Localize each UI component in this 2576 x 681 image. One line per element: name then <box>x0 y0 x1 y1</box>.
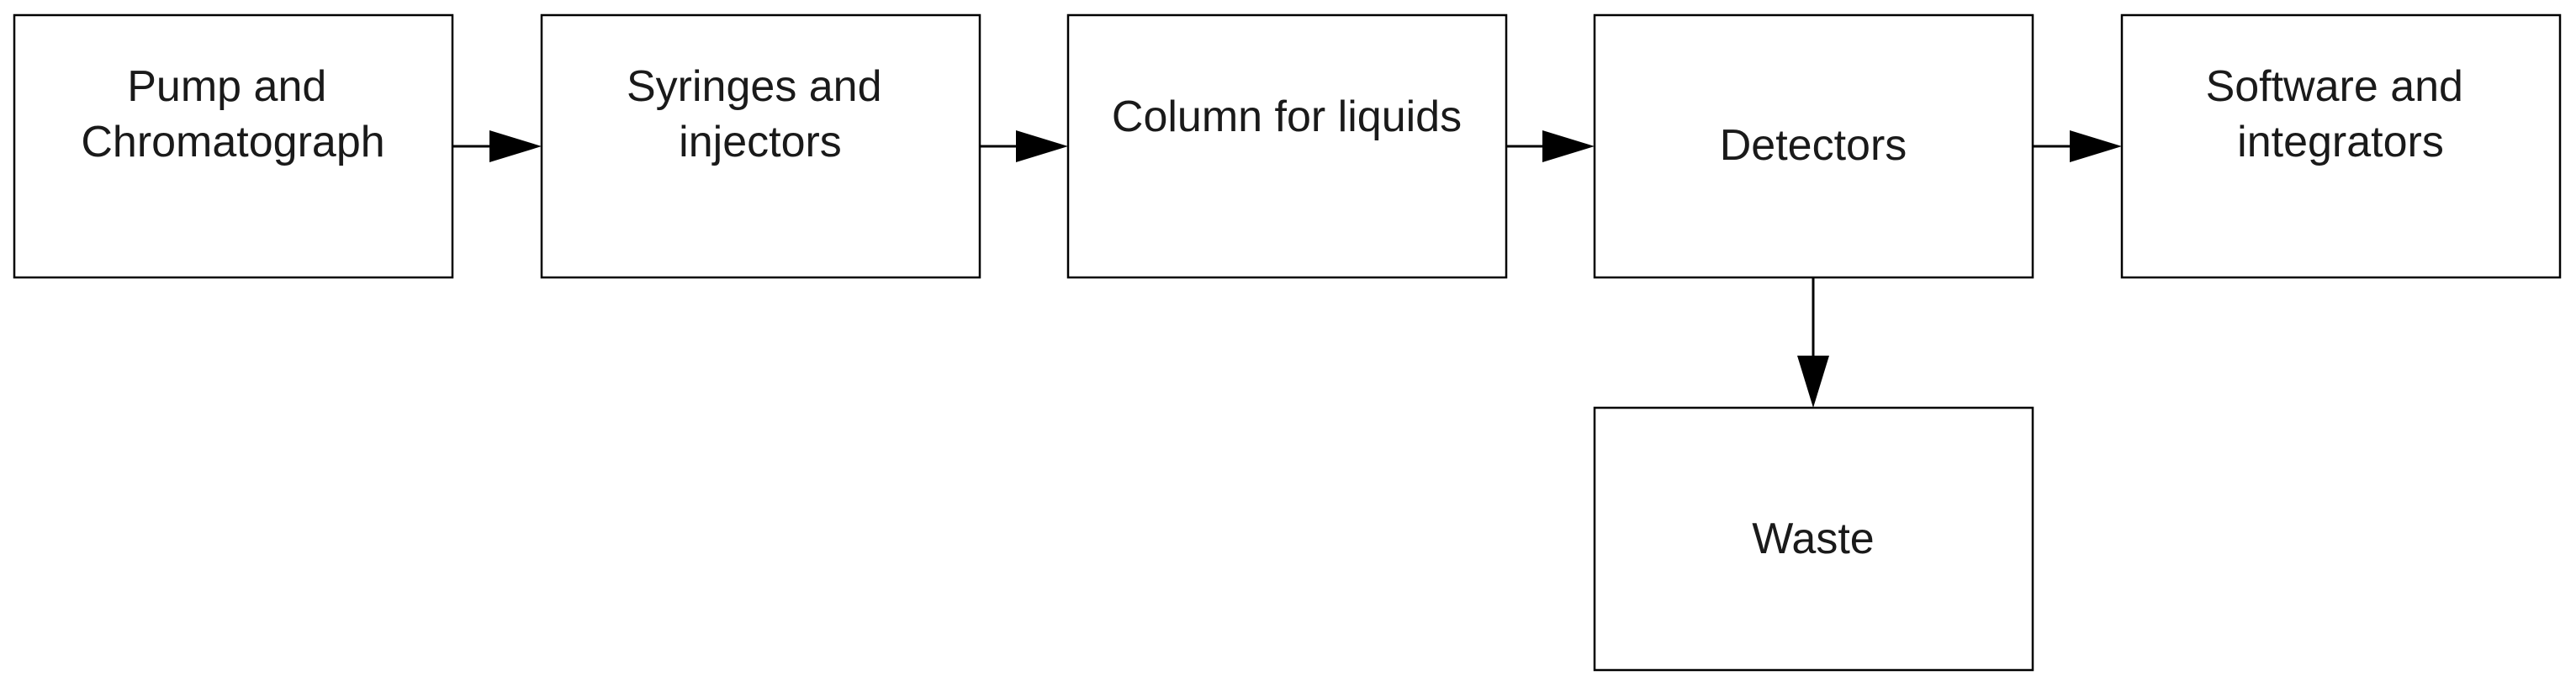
node-syringes: Syringes and injectors <box>540 13 981 279</box>
node-waste-label: Waste <box>1752 515 1874 563</box>
node-syringes-label-line-2: injectors <box>679 118 842 166</box>
edge-syringes-to-column <box>980 130 1068 162</box>
edge-pump-to-syringes-arrowhead <box>489 130 542 162</box>
node-column-label-line-1: Column for liquids <box>1112 92 1462 141</box>
edge-column-to-detectors <box>1506 130 1595 162</box>
edge-detectors-to-waste <box>1797 277 1829 408</box>
node-syringes-label-line-1: Syringes and <box>627 62 882 111</box>
node-pump-label: Pump and Chromatograph <box>81 62 384 166</box>
node-pump-label-line-1: Pump and <box>127 62 326 111</box>
node-software-label-line-1: Software and <box>2206 62 2463 111</box>
node-software-label-line-2: integrators <box>2237 118 2444 166</box>
node-software-box <box>2120 13 2562 279</box>
node-column-box <box>1066 13 1508 279</box>
edge-detectors-to-waste-arrowhead <box>1797 356 1829 408</box>
node-waste-box <box>1593 406 2034 672</box>
node-detectors-box <box>1593 13 2034 279</box>
node-software-label: Software and integrators <box>2206 62 2476 166</box>
node-column: Column for liquids <box>1066 13 1508 279</box>
node-waste-label-line-1: Waste <box>1752 515 1874 563</box>
node-pump: Pump and Chromatograph <box>13 13 454 279</box>
node-detectors-label-line-1: Detectors <box>1720 121 1907 170</box>
node-detectors-label: Detectors <box>1720 121 1907 170</box>
node-column-label: Column for liquids <box>1112 92 1462 141</box>
edge-syringes-to-column-arrowhead <box>1016 130 1068 162</box>
edge-detectors-to-software <box>2033 130 2122 162</box>
node-syringes-label: Syringes and injectors <box>627 62 894 166</box>
edge-column-to-detectors-arrowhead <box>1542 130 1595 162</box>
node-detectors: Detectors <box>1593 13 2034 279</box>
node-pump-label-line-2: Chromatograph <box>81 118 384 166</box>
node-software: Software and integrators <box>2120 13 2562 279</box>
edge-pump-to-syringes <box>452 130 542 162</box>
node-pump-box <box>13 13 454 279</box>
node-waste: Waste <box>1593 406 2034 672</box>
edge-detectors-to-software-arrowhead <box>2070 130 2122 162</box>
